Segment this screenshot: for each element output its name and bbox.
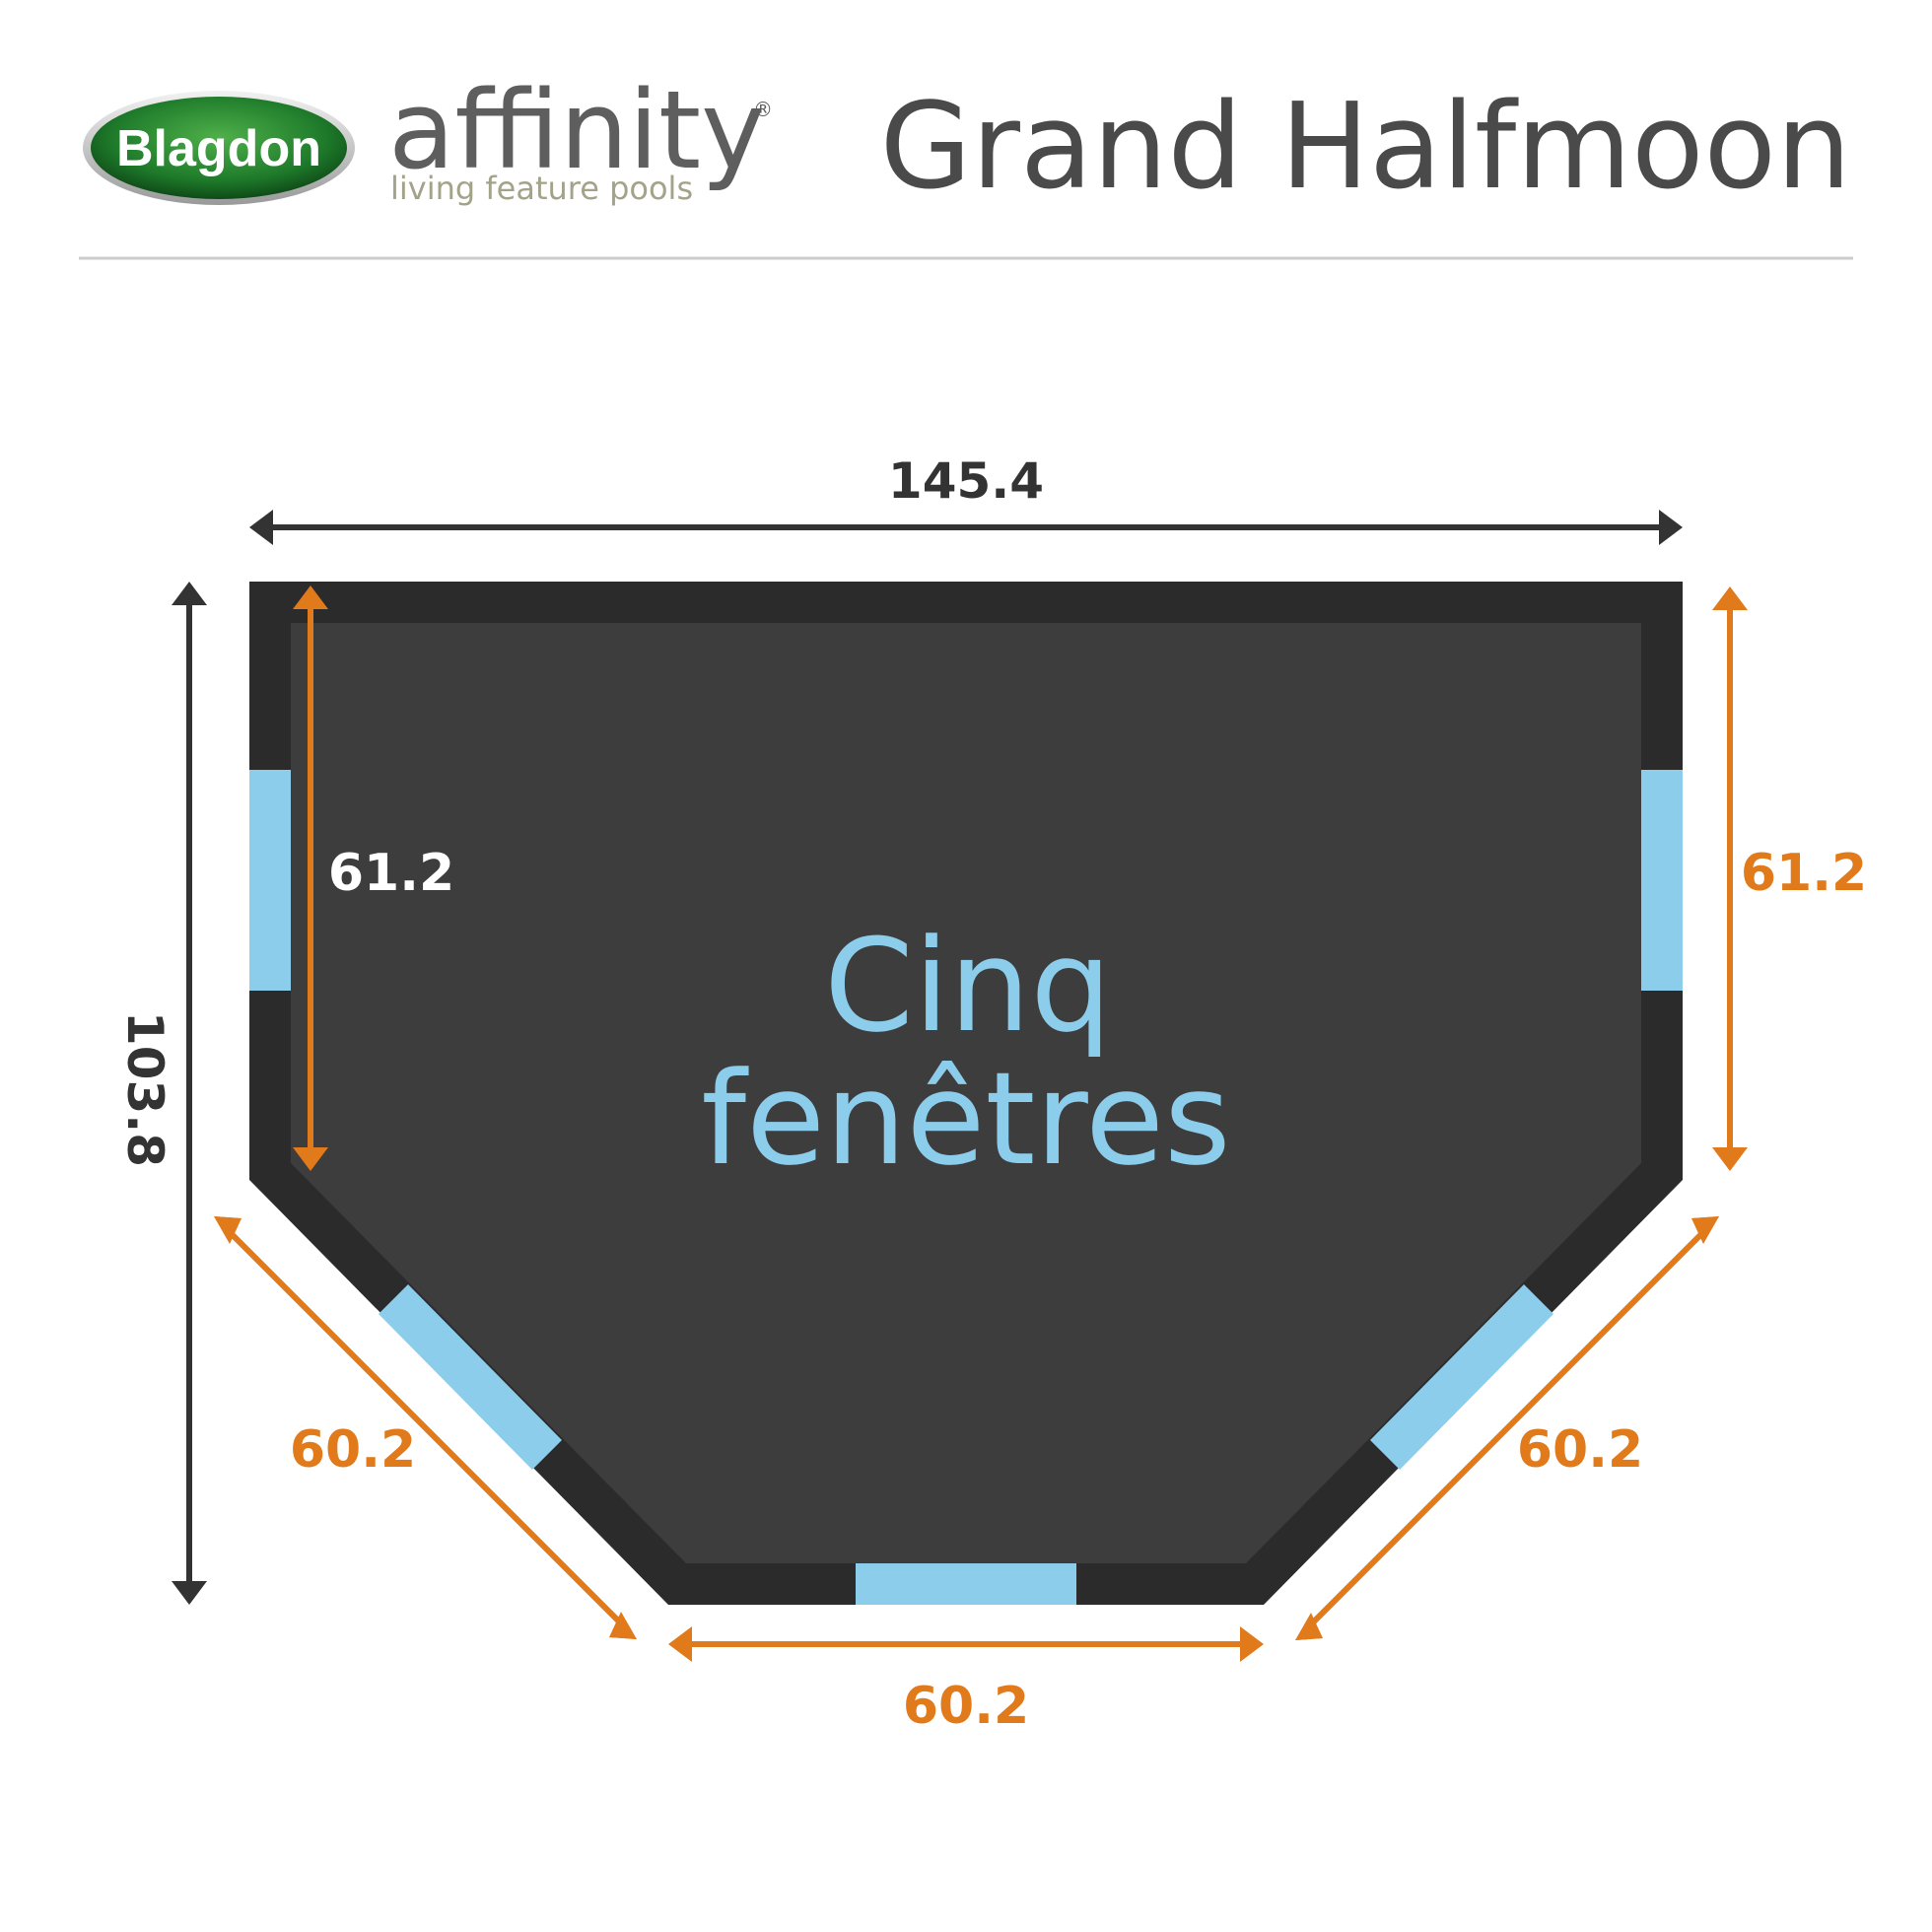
arrowhead-bottom [293,1147,328,1171]
tagline: living feature pools [390,170,693,207]
logo-badge [91,97,347,199]
dimension-label-lower-right-diagonal: 60.2 [1517,1420,1643,1480]
dimension-overall-height: 103.8 [116,582,207,1605]
dimension-label-lower-left-diagonal: 60.2 [290,1420,416,1480]
arrowhead-bottom [172,1581,207,1605]
arrowhead-bottom-b [1295,1624,1323,1640]
dimension-label-bottom-width: 60.2 [903,1677,1029,1736]
dimension-line [1308,1229,1706,1627]
window-left [249,770,291,991]
arrowhead-right [1659,510,1683,545]
dimension-right-side-height: 61.2 [1712,586,1867,1171]
center-label-line1: Cinq [824,911,1112,1061]
dimension-label-inner-left-height: 61.2 [328,844,454,903]
logo-text: Blagdon [116,120,321,177]
brand-name: affinity [388,67,765,193]
arrowhead-top-b [214,1216,242,1244]
dimension-label-overall-width: 145.4 [888,452,1044,510]
arrowhead-left [249,510,273,545]
dimension-bottom-width: 60.2 [668,1626,1264,1736]
dimension-label-right-side-height: 61.2 [1741,844,1867,903]
window-lower-left [379,1284,562,1470]
dimension-lower-right-diagonal: 60.2 [1295,1216,1719,1640]
registered-mark: ® [753,98,773,121]
pool-inner-area [291,623,1641,1563]
arrowhead-top [293,586,328,609]
arrowhead-top [1712,586,1748,610]
window-lower-right [1370,1284,1553,1470]
dimension-line [227,1229,624,1626]
arrowhead-top-b [1691,1216,1719,1232]
arrowhead-top [172,582,207,605]
dimension-inner-left-height: 61.2 [293,586,454,1171]
window-bottom [856,1563,1076,1605]
window-right [1641,770,1683,991]
brand-logo: Blagdon [83,91,355,205]
arrowhead-right [1240,1626,1264,1662]
arrowhead-left [668,1626,692,1662]
center-label-line2: fenêtres [701,1044,1230,1194]
dimension-overall-width: 145.4 [249,452,1683,545]
dimension-lower-left-diagonal: 60.2 [214,1216,637,1639]
dimension-label-overall-height: 103.8 [116,1011,173,1167]
arrowhead-bottom [1712,1147,1748,1171]
page-title: Grand Halfmoon [880,79,1851,216]
arrowhead-bottom-b [609,1612,637,1639]
